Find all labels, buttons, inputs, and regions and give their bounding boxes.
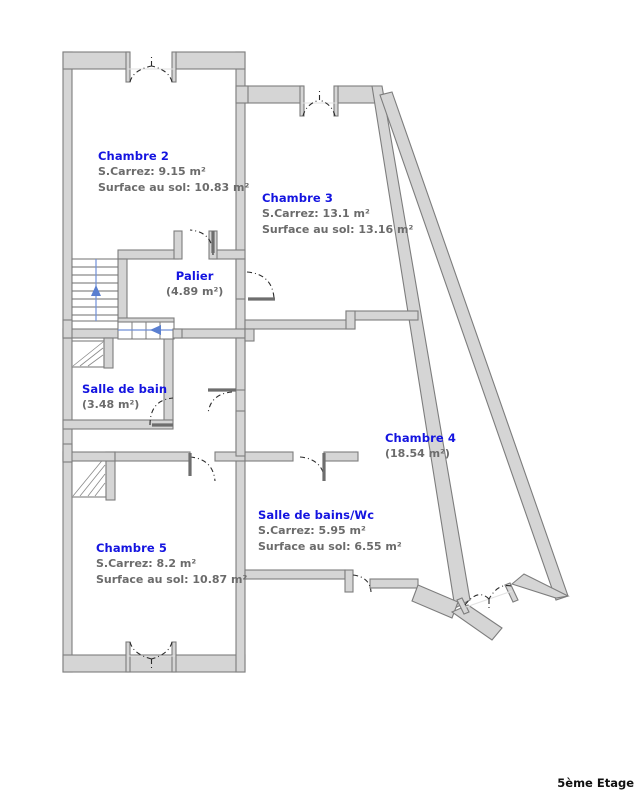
wall-exterior-diagonal bbox=[371, 85, 471, 609]
window-top-chambre2 bbox=[128, 56, 175, 83]
wall-exterior-top-a bbox=[62, 51, 130, 70]
wall-lower-return-b bbox=[450, 604, 503, 641]
wall-exterior-top-c bbox=[244, 85, 304, 104]
door-salle-de-bains-wc bbox=[299, 453, 326, 482]
window-slanted-lower-right bbox=[464, 584, 513, 609]
wall-exterior-bottom-left bbox=[62, 654, 246, 673]
wall-exterior-left bbox=[62, 51, 73, 673]
wall-palier-jamb-left bbox=[173, 230, 183, 260]
window-top-chambre3 bbox=[302, 91, 337, 117]
wall-diagonal-upper bbox=[371, 85, 471, 609]
wall-sdbwc-bottom-a bbox=[244, 569, 346, 580]
stair-left-arrow-icon bbox=[150, 325, 161, 335]
interior-partitions bbox=[62, 229, 419, 593]
wall-chambre3-step bbox=[345, 310, 356, 330]
wall-exterior-top-b bbox=[175, 51, 246, 70]
wall-lower-right-return bbox=[510, 573, 570, 599]
door-chambre5 bbox=[188, 453, 216, 482]
wall-mid-left-b bbox=[114, 451, 191, 462]
wall-sdbwc-bottom-b bbox=[369, 578, 419, 589]
wall-stair-side-top bbox=[117, 317, 175, 323]
staircase-side bbox=[117, 317, 175, 340]
door-chambre2 bbox=[189, 229, 215, 256]
wall-niche-upper-side bbox=[103, 337, 114, 369]
door-sdbwc-lower bbox=[352, 574, 372, 593]
staircase-up bbox=[71, 258, 119, 322]
wall-lower-return-a bbox=[411, 584, 459, 619]
window-bottom-chambre5 bbox=[125, 641, 177, 673]
stair-up-arrow-icon bbox=[91, 285, 101, 296]
wall-palier-right bbox=[235, 258, 246, 300]
door-spine-mid bbox=[207, 388, 236, 415]
window-jamb-bottom-right bbox=[171, 641, 177, 673]
wall-closer-left-b bbox=[62, 443, 73, 463]
wall-chambre3-bottom-a bbox=[244, 319, 356, 330]
window-jamb-bottom-left bbox=[125, 641, 131, 673]
wall-sdbwc-top-a bbox=[244, 451, 294, 462]
wall-right-spine-a bbox=[235, 337, 246, 391]
door-salle-de-bain bbox=[149, 397, 174, 427]
window-jamb-slant-right bbox=[504, 582, 519, 603]
window-jamb-slant-left bbox=[456, 597, 470, 615]
wall-connector-top bbox=[235, 85, 249, 104]
outer-walls-lower-right bbox=[411, 573, 570, 641]
door-chambre3 bbox=[246, 271, 275, 301]
outer-walls-chambre4 bbox=[379, 91, 569, 601]
wall-stub-upper bbox=[244, 328, 255, 342]
floor-caption: 5ème Etage bbox=[557, 776, 634, 790]
wall-right-spine-b bbox=[235, 410, 246, 457]
window-jamb-top-left bbox=[125, 51, 131, 83]
wall-closer-left-a bbox=[62, 319, 73, 339]
wall-chambre3-bottom-b bbox=[345, 310, 419, 321]
wall-sdb-right bbox=[163, 337, 174, 421]
window-jamb-top-right bbox=[171, 51, 177, 83]
wall-sdbwc-top-b bbox=[323, 451, 359, 462]
wall-closer-mid bbox=[172, 328, 183, 339]
wall-palier-top-a bbox=[117, 249, 179, 260]
wall-palier-top-b bbox=[212, 249, 246, 260]
niche-lower bbox=[71, 451, 116, 501]
outer-walls-right-block bbox=[235, 85, 381, 117]
wall-chambre4-right bbox=[379, 91, 569, 601]
window-jamb-c3-right bbox=[333, 85, 339, 117]
wall-sdbwc-jamb bbox=[344, 569, 354, 593]
wall-closers bbox=[62, 319, 183, 463]
niche-upper bbox=[71, 337, 114, 369]
window-jamb-c3-left bbox=[299, 85, 305, 117]
